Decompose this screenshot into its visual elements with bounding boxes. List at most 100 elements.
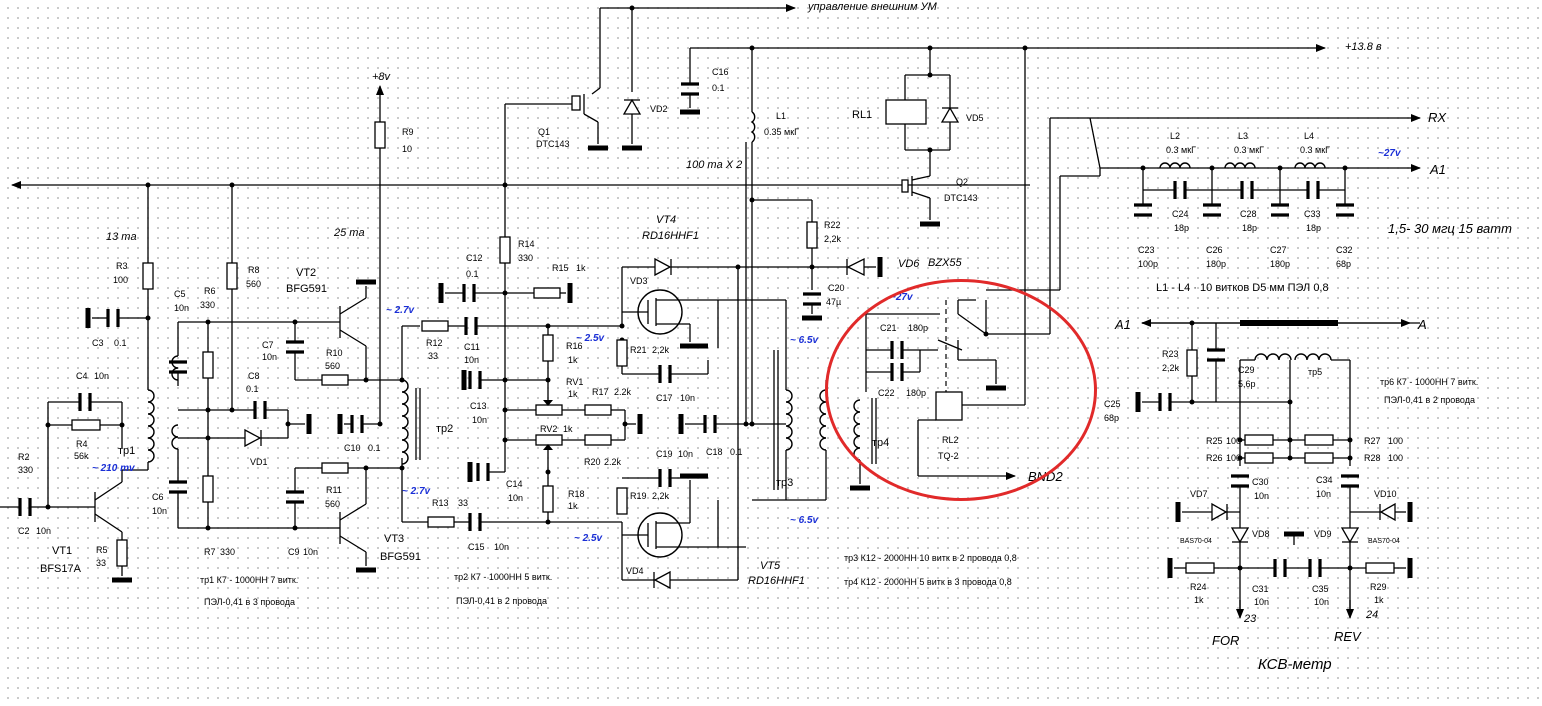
tr4-note: тр4 К12 - 2000НН 5 витк в 3 провода 0,8	[844, 577, 1012, 587]
c33-value: 18p	[1306, 223, 1322, 233]
c31-label: C31	[1252, 584, 1269, 594]
voltage-2v7-bottom: ~ 2.7v	[402, 486, 431, 497]
c26-value: 180p	[1206, 259, 1227, 269]
r2-label: R2	[18, 452, 30, 462]
c28-value: 18p	[1242, 223, 1258, 233]
highlight-circle	[825, 279, 1097, 501]
c4-value: 10n	[94, 371, 110, 381]
c6-label: C6	[152, 492, 164, 502]
l2-label: L2	[1170, 131, 1181, 141]
c19-value: 10n	[678, 449, 694, 459]
tr1-label: тр1	[118, 445, 136, 457]
c23-label: C23	[1138, 245, 1155, 255]
r7-value: 330	[220, 547, 236, 557]
r26-label: R26	[1206, 453, 1223, 463]
vt2-label: VT2	[296, 267, 317, 279]
r29-value: 1k	[1374, 595, 1384, 605]
tr3-note: тр3 К12 - 2000НН 10 витк в 2 провода 0,8	[844, 553, 1017, 563]
c29-label: C29	[1238, 365, 1255, 375]
r23-value: 2,2k	[1162, 363, 1180, 373]
r15-value: 1k	[576, 263, 586, 273]
supply-13v8-label: +13.8 в	[1345, 41, 1382, 53]
input-stage	[0, 182, 179, 583]
final-stage	[571, 5, 883, 590]
a1-in-label: A1	[1115, 317, 1131, 332]
c7-label: C7	[262, 340, 274, 350]
voltage-6v5-bottom: ~ 6.5v	[790, 515, 819, 526]
q2-label: Q2	[956, 177, 969, 187]
voltage-210mv: ~ 210 mv	[92, 463, 135, 474]
tr2-note-2: ПЭЛ-0,41 в 2 провода	[456, 596, 547, 606]
c13-value: 10n	[472, 415, 488, 425]
c10-value: 0.1	[368, 443, 381, 453]
ext-pa-control-label: управление внешним УМ	[808, 1, 937, 13]
c32-label: C32	[1336, 245, 1353, 255]
c9-value: 10n	[303, 547, 319, 557]
rl1-coil	[885, 99, 927, 125]
c8-label: C8	[248, 371, 260, 381]
swr-meter-title: КСВ-метр	[1258, 656, 1332, 673]
r5-label: R5	[96, 545, 108, 555]
tr2-note-1: тр2 К7 - 1000НН 5 витк.	[454, 572, 553, 582]
voltage-2v5-top: ~ 2.5v	[576, 333, 605, 344]
c35-value: 10n	[1314, 597, 1330, 607]
q1-type: DTC143	[536, 139, 570, 149]
c33-label: C33	[1304, 209, 1321, 219]
r20-value: 2.2k	[604, 457, 622, 467]
c24-label: C24	[1172, 209, 1189, 219]
c28-label: C28	[1240, 209, 1257, 219]
c5-value: 10n	[174, 303, 190, 313]
tr5-label: тр5	[1308, 367, 1323, 377]
vd2-label: VD2	[650, 104, 668, 114]
l4-value: 0.3 мкГ	[1300, 145, 1331, 155]
r14-value: 330	[518, 253, 534, 263]
c6-value: 10n	[152, 506, 168, 516]
vt3-label: VT3	[384, 533, 405, 545]
l1-label: L1	[776, 111, 787, 121]
q1-label: Q1	[538, 127, 551, 137]
rv1-label: RV1	[566, 377, 584, 387]
pin23-label: 23	[1244, 613, 1257, 625]
c3-label: C3	[92, 338, 104, 348]
c13-label: C13	[470, 401, 487, 411]
r4-value: 56k	[74, 451, 89, 461]
r28-value: 100	[1388, 453, 1404, 463]
vd7-label: VD7	[1190, 489, 1208, 499]
l3-value: 0.3 мкГ	[1234, 145, 1265, 155]
r22-value: 2,2k	[824, 234, 842, 244]
vt1-label: VT1	[52, 545, 73, 557]
vt4-label: VT4	[656, 214, 677, 226]
c18-label: C18	[706, 447, 723, 457]
c10-label: C10	[344, 443, 361, 453]
r18-label: R18	[568, 489, 585, 499]
r6-value: 330	[200, 300, 216, 310]
vd1-label: VD1	[250, 457, 268, 467]
r10-label: R10	[326, 348, 343, 358]
c3-value: 0.1	[114, 338, 127, 348]
c11-value: 10n	[464, 355, 480, 365]
r4-label: R4	[76, 439, 88, 449]
r9-value: 10	[402, 144, 413, 154]
r6-label: R6	[204, 286, 216, 296]
c11-label: C11	[464, 342, 480, 352]
vt2-type: BFG591	[286, 283, 327, 295]
r14-label: R14	[518, 239, 535, 249]
rl1-label: RL1	[852, 109, 873, 121]
r25-label: R25	[1206, 436, 1223, 446]
vd4-label: VD4	[626, 566, 644, 576]
pin24-label: 24	[1366, 609, 1379, 621]
r26-value: 100	[1226, 453, 1242, 463]
r8-label: R8	[248, 265, 260, 275]
c2-value: 10n	[36, 526, 52, 536]
c23-value: 100p	[1138, 259, 1159, 269]
vd6-label: VD6	[898, 258, 920, 270]
r13-value: 33	[458, 498, 469, 508]
c20-value: 47µ	[826, 297, 842, 307]
c17-value: 10n	[680, 393, 696, 403]
r20-label: R20	[584, 457, 601, 467]
r12-label: R12	[426, 338, 443, 348]
l1-value: 0.35 мкГ	[764, 127, 800, 137]
l4-label: L4	[1304, 131, 1315, 141]
c8-value: 0.1	[246, 384, 259, 394]
r10-value: 560	[325, 361, 341, 371]
